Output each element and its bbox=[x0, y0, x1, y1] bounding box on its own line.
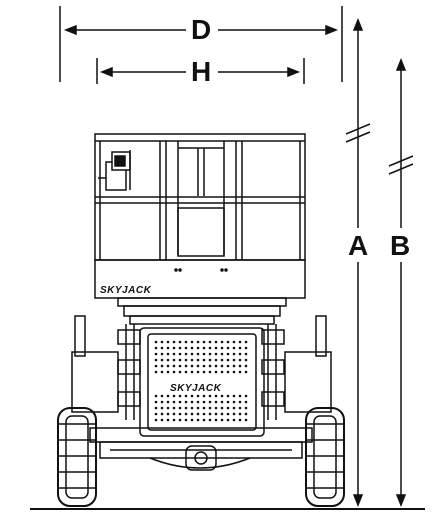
dimension-h bbox=[96, 58, 305, 84]
right-wheel bbox=[305, 407, 345, 507]
side-posts bbox=[71, 315, 332, 413]
dimension-label-b: B bbox=[390, 230, 411, 261]
dimension-b bbox=[388, 57, 414, 508]
dimension-label-h: H bbox=[191, 56, 212, 87]
dimension-a bbox=[345, 17, 371, 508]
chassis-logo: SKYJACK bbox=[170, 383, 222, 394]
chassis-base bbox=[89, 427, 313, 471]
control-box bbox=[98, 150, 131, 191]
left-wheel bbox=[57, 407, 97, 507]
dimension-d bbox=[59, 6, 343, 82]
platform-guardrail bbox=[94, 133, 306, 261]
platform-logo: SKYJACK bbox=[100, 285, 152, 296]
dimension-label-d: D bbox=[191, 14, 212, 45]
scissor-stack bbox=[117, 297, 287, 420]
front-grille bbox=[139, 327, 265, 437]
grille-dot-pattern bbox=[154, 340, 248, 422]
dimension-label-a: A bbox=[348, 230, 369, 261]
